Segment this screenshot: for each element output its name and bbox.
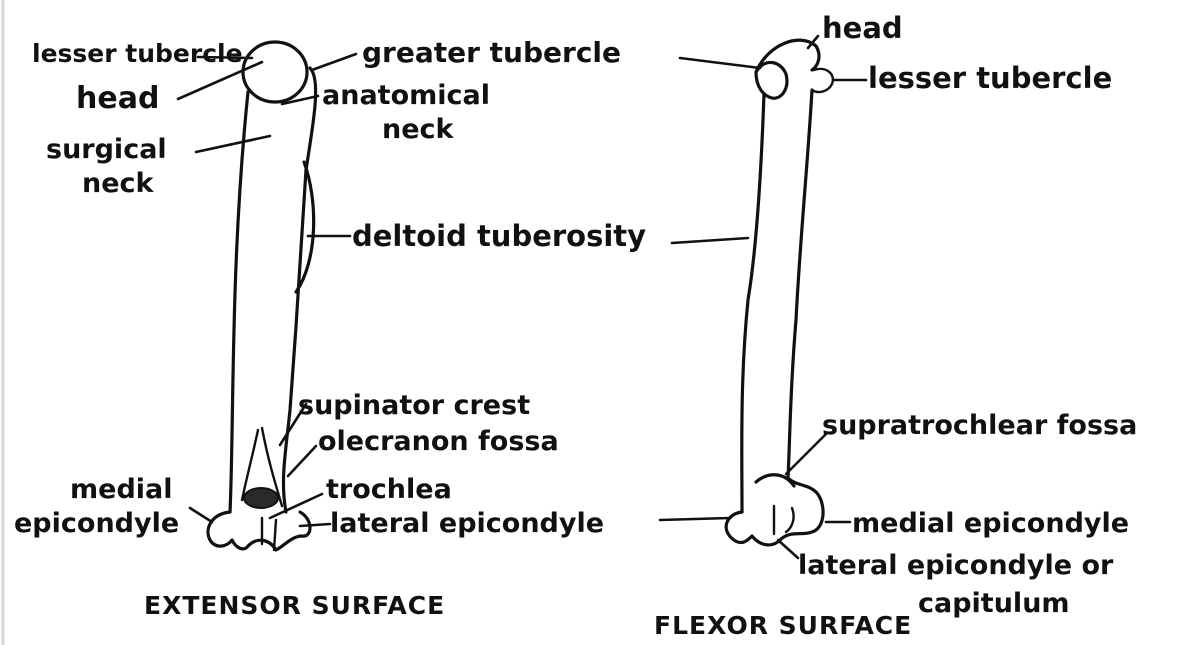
label-ext-medial-epicondyle-line2: epicondyle: [14, 508, 179, 539]
leader-flex-lateral-epicondyle: [660, 518, 730, 520]
label-ext-lateral-epicondyle: lateral epicondyle: [330, 508, 604, 539]
extensor-distal-end: [208, 512, 310, 550]
label-flex-head: head: [822, 11, 903, 45]
leader-ext-medial-epicondyle: [190, 508, 212, 522]
leader-ext-greater-tubercle: [312, 54, 356, 70]
extensor-head-shape: [243, 42, 307, 102]
flexor-shaft-left: [742, 94, 764, 512]
extensor-shaft-left: [230, 92, 248, 512]
flexor-capitulum-shape: [774, 506, 794, 534]
caption-extensor-surface: EXTENSOR SURFACE: [144, 591, 445, 620]
label-ext-supinator-crest: supinator crest: [298, 390, 530, 421]
leader-flex-greater-tubercle: [680, 58, 760, 68]
leader-ext-olecranon-fossa: [288, 446, 316, 476]
label-flex-lateral-epicondyle-line1: lateral epicondyle or: [798, 550, 1114, 581]
label-ext-olecranon-fossa: olecranon fossa: [318, 426, 559, 457]
label-flex-supratrochlear-fossa: supratrochlear fossa: [822, 410, 1137, 441]
label-ext-anatomical-neck-line1: anatomical: [322, 80, 490, 111]
flexor-labels: head lesser tubercle supratrochlear foss…: [654, 11, 1137, 640]
extensor-shaft-right: [283, 68, 315, 512]
label-ext-trochlea: trochlea: [326, 474, 452, 505]
label-ext-lesser-tubercle: lesser tubercle: [32, 39, 243, 68]
leader-ext-lateral-epicondyle: [300, 524, 330, 526]
leader-flex-capitulum: [778, 540, 798, 558]
flexor-lesser-tubercle-shape: [812, 69, 833, 92]
label-ext-greater-tubercle: greater tubercle: [362, 36, 621, 69]
leader-flex-deltoid-tuberosity: [672, 238, 748, 243]
extensor-humerus-drawing: [208, 42, 316, 550]
extensor-olecranon-fossa-shape: [244, 488, 278, 508]
label-flex-lateral-epicondyle-line2: capitulum: [918, 588, 1070, 619]
leader-ext-surgical-neck: [196, 136, 270, 152]
label-ext-deltoid-tuberosity: deltoid tuberosity: [352, 219, 646, 253]
label-flex-lesser-tubercle: lesser tubercle: [868, 61, 1112, 95]
leader-flex-supratrochlear-fossa: [786, 434, 826, 474]
label-ext-surgical-neck-line2: neck: [82, 168, 155, 199]
label-ext-head: head: [76, 81, 159, 116]
extensor-trochlea-shape: [262, 518, 276, 550]
label-ext-anatomical-neck-line2: neck: [382, 114, 455, 145]
caption-flexor-surface: FLEXOR SURFACE: [654, 611, 912, 640]
flexor-humerus-drawing: [726, 40, 833, 545]
label-ext-medial-epicondyle-line1: medial: [70, 474, 173, 505]
extensor-labels: lesser tubercle head surgical neck great…: [14, 36, 646, 620]
label-flex-medial-epicondyle: medial epicondyle: [852, 508, 1129, 539]
label-ext-surgical-neck-line1: surgical: [46, 134, 167, 165]
flexor-shaft-right: [788, 90, 812, 478]
